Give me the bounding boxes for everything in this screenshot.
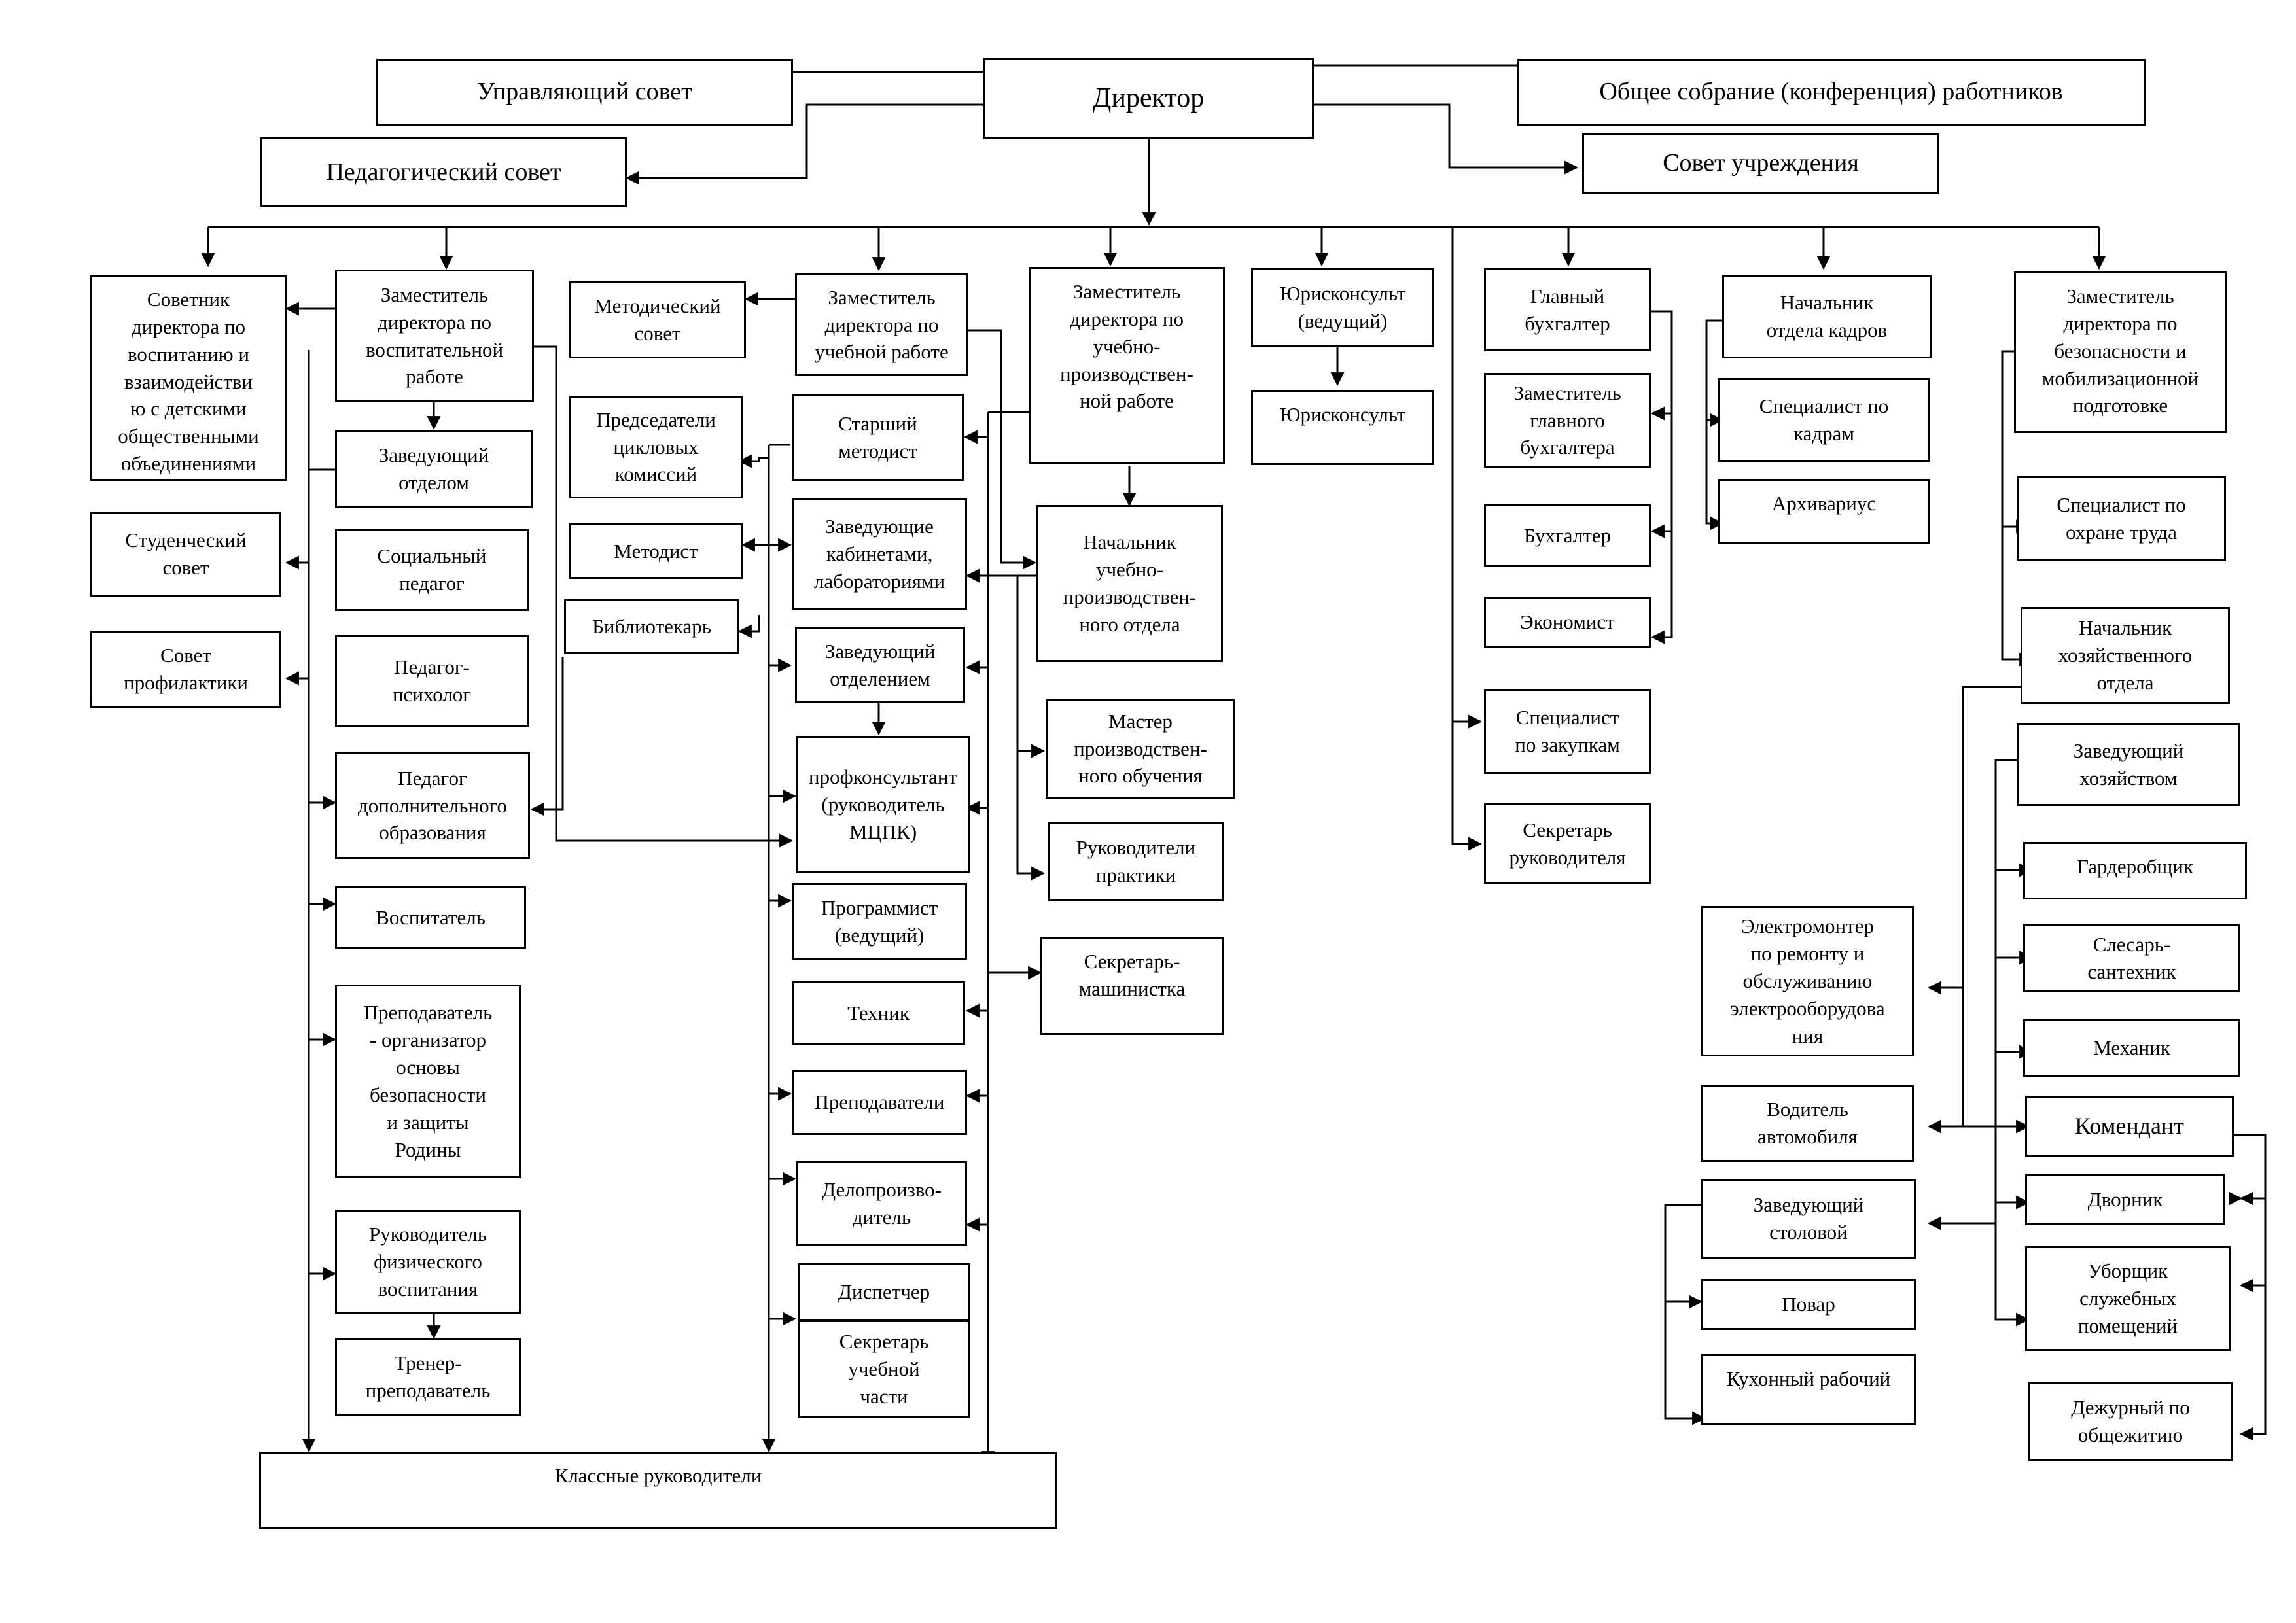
node-soc-pedagog: Социальный педагог [335, 529, 529, 611]
node-programmist: Программист (ведущий) [792, 883, 967, 960]
node-trener: Тренер- преподаватель [335, 1338, 521, 1416]
node-master: Мастер производствен- ного обучения [1046, 699, 1235, 799]
hoz-right-bus [1994, 759, 2030, 1327]
node-ruk-praktiki: Руководители практики [1048, 822, 1224, 901]
node-zam-bez: Заместитель директора по безопасности и … [2014, 271, 2227, 433]
node-uborshik: Уборщик служебных помещений [2025, 1246, 2231, 1351]
node-predsedateli: Председатели цикловых комиссий [569, 396, 743, 498]
node-ekonomist: Экономист [1484, 597, 1651, 648]
node-profkonsultant: профконсультант (руководитель МЦПК) [796, 736, 970, 873]
node-pedagog-psiholog: Педагог- психолог [335, 635, 529, 727]
node-sovetnik: Советник директора по воспитанию и взаим… [90, 275, 287, 481]
node-spec-zakupki: Специалист по закупкам [1484, 689, 1651, 774]
node-metod-sovet: Методический совет [569, 281, 746, 358]
node-zav-otdeleniem: Заведующий отделением [795, 627, 965, 703]
node-arhivarius: Архивариус [1718, 479, 1930, 544]
node-klassnye-ruk: Классные руководители [259, 1452, 1057, 1529]
node-dezhurny: Дежурный по общежитию [2028, 1382, 2233, 1461]
node-elektromonter: Электромонтер по ремонту и обслуживанию … [1701, 906, 1914, 1056]
node-zav-kabinetami: Заведующие кабинетами, лабораториями [792, 498, 967, 610]
node-obshchee-sobranie: Общее собрание (конференция) работников [1517, 59, 2146, 126]
node-kuhonny-rabochiy: Кухонный рабочий [1701, 1354, 1916, 1425]
node-dvornik: Дворник [2025, 1174, 2225, 1225]
link-director-ped [625, 103, 983, 185]
node-prep-organizator: Преподаватель - организатор основы безоп… [335, 985, 521, 1178]
node-bibliotekar: Библиотекарь [564, 599, 739, 654]
node-nach-upo: Начальник учебно- производствен- ного от… [1036, 505, 1223, 662]
bus-zakup-sekr [1451, 227, 1481, 845]
upr-inner-bus [1016, 574, 1046, 881]
node-komendant: Комендант [2025, 1096, 2234, 1157]
node-sekr-uch: Секретарь учебной части [798, 1320, 970, 1418]
node-pedagogicheskiy-sovet: Педагогический совет [260, 137, 627, 207]
node-tehnik: Техник [792, 981, 965, 1045]
node-deloproizvoditel: Делопроизво- дитель [796, 1161, 967, 1246]
node-zam-gl-buh: Заместитель главного бухгалтера [1484, 373, 1651, 468]
node-povar: Повар [1701, 1279, 1916, 1330]
link-director-sovet-uchr [1314, 103, 1579, 175]
node-upravlyayushchiy-sovet: Управляющий совет [376, 59, 793, 126]
node-gl-buh: Главный бухгалтер [1484, 268, 1651, 351]
node-zav-hoz: Заведующий хозяйством [2017, 723, 2240, 806]
node-zav-otdelom: Заведующий отделом [335, 430, 533, 508]
node-yurist: Юрисконсульт [1251, 390, 1434, 465]
node-metodist: Методист [569, 523, 743, 579]
node-pedagog-dop: Педагог дополнительного образования [335, 752, 530, 859]
node-ruk-fiz: Руководитель физического воспитания [335, 1210, 521, 1314]
node-zav-stolovoy: Заведующий столовой [1701, 1179, 1916, 1259]
node-stud-sovet: Студенческий совет [90, 512, 281, 597]
node-zam-upr: Заместитель директора по учебно- произво… [1029, 267, 1225, 464]
node-sovet-profilaktiki: Совет профилактики [90, 631, 281, 708]
node-yurist-ved: Юрисконсульт (ведущий) [1251, 268, 1434, 347]
stolovaya-bus [1664, 1204, 1706, 1425]
node-dispetcher: Диспетчер [798, 1263, 970, 1321]
node-zam-vosp: Заместитель директора по воспитательной … [335, 270, 534, 402]
node-spec-kadr: Специалист по кадрам [1718, 378, 1930, 462]
node-garderobshchik: Гардеробщик [2023, 842, 2247, 899]
node-mehanik: Механик [2023, 1019, 2240, 1077]
node-spec-ohrana: Специалист по охране труда [2017, 476, 2226, 561]
node-voditel: Водитель автомобиля [1701, 1085, 1914, 1162]
node-sekr-ruk: Секретарь руководителя [1484, 803, 1651, 884]
node-sovet-uchrezhdeniya: Совет учреждения [1582, 133, 1939, 194]
node-vospitatel: Воспитатель [335, 886, 526, 949]
node-st-metodist: Старший методист [792, 394, 964, 481]
node-slesar: Слесарь- сантехник [2023, 924, 2240, 992]
node-zam-ucheb: Заместитель директора по учебной работе [795, 273, 968, 376]
node-prepodavateli: Преподаватели [792, 1070, 967, 1135]
node-buhgalter: Бухгалтер [1484, 504, 1651, 567]
node-sekr-mashinistka: Секретарь- машинистка [1040, 937, 1224, 1035]
node-nach-hoz: Начальник хозяйственного отдела [2021, 607, 2230, 704]
node-nach-kadr: Начальник отдела кадров [1722, 275, 1932, 358]
node-director: Директор [983, 58, 1314, 139]
